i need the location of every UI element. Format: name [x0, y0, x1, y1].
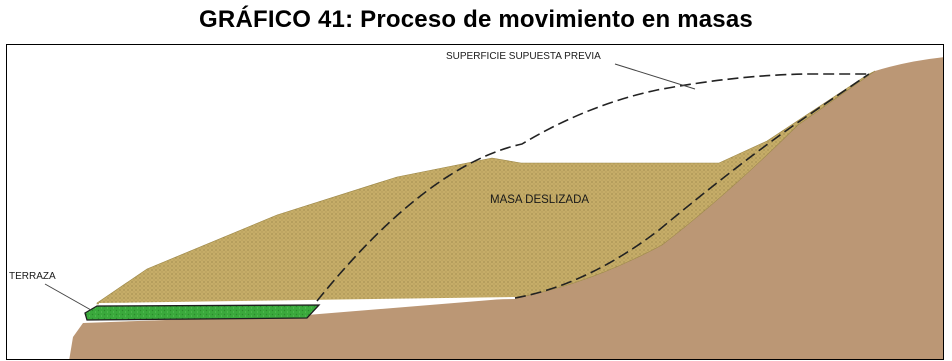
- landslide-diagram: SUPERFICIE SUPUESTA PREVIA MASA DESLIZAD…: [9, 51, 943, 359]
- diagram-title: GRÁFICO 41: Proceso de movimiento en mas…: [199, 6, 753, 33]
- diagram-frame: SUPERFICIE SUPUESTA PREVIA MASA DESLIZAD…: [6, 44, 944, 360]
- slid-mass-label: MASA DESLIZADA: [490, 194, 589, 206]
- failure-surface-dashed: [514, 73, 870, 299]
- slid-mass: [96, 70, 876, 305]
- terrace-leader: [44, 283, 92, 311]
- previous-surface-dashed-left: [316, 73, 869, 302]
- slip-gap: [98, 297, 516, 305]
- terrace-label: TERRAZA: [9, 271, 56, 282]
- previous-surface-leader: [614, 63, 696, 90]
- terrace: [84, 304, 321, 321]
- previous-surface-label: SUPERFICIE SUPUESTA PREVIA: [446, 51, 601, 62]
- ground-bedrock: [69, 57, 943, 359]
